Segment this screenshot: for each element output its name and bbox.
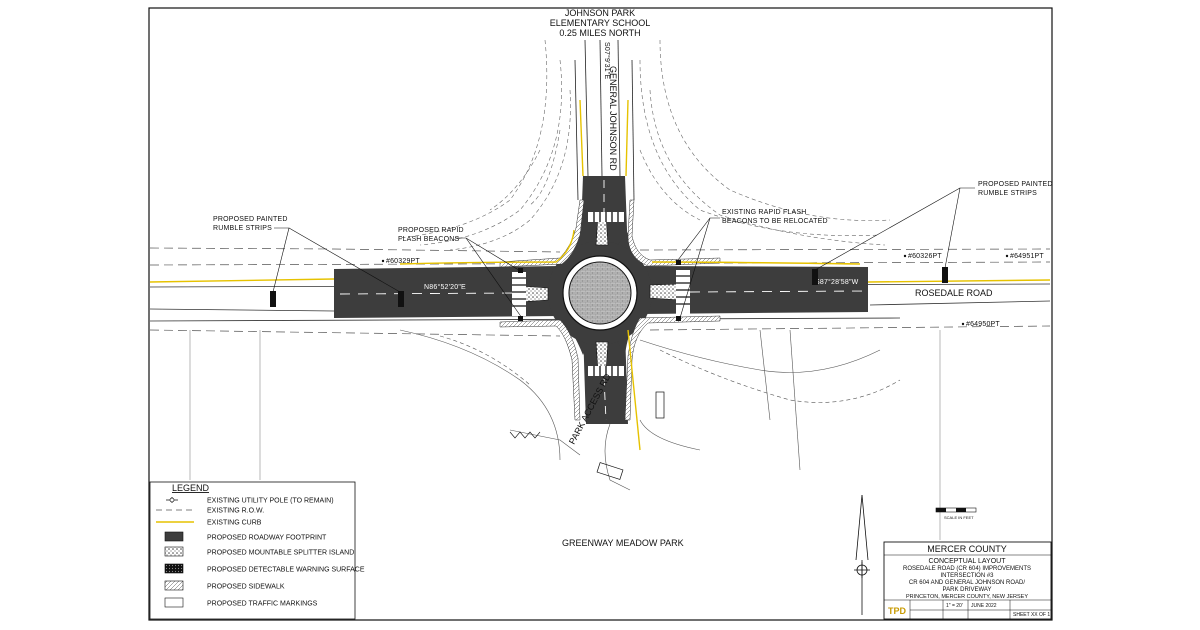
title-date: JUNE 2022 [971, 603, 997, 609]
property-lines [189, 330, 941, 540]
legend-symbol-roadway [164, 531, 184, 542]
proposed-sidewalks [499, 199, 721, 421]
road-label-general-johnson: GENERAL JOHNSON RD [608, 66, 618, 171]
sheet-border [148, 7, 1053, 621]
legend-label-warning: PROPOSED DETECTABLE WARNING SURFACE [207, 567, 365, 574]
title-sheet: SHEET XX OF 1 [1013, 612, 1050, 618]
north-arrow-icon [854, 494, 870, 615]
scale-bar: SCALE IN FEET [935, 507, 977, 520]
legend-label-sidewalk: PROPOSED SIDEWALK [207, 584, 285, 591]
rrfb-markers [518, 260, 681, 321]
lane-markings [339, 180, 867, 421]
park-label: GREENWAY MEADOW PARK [562, 538, 684, 548]
rumble-strip-right [942, 267, 948, 283]
roadway-west-leg [334, 266, 560, 318]
crosswalk-bars [512, 212, 690, 376]
roundabout-central-island [568, 261, 632, 325]
title-county: MERCER COUNTY [927, 544, 1007, 554]
bearing-east: S87°28'58"W [815, 278, 859, 286]
school-line-1: JOHNSON PARK [565, 8, 635, 18]
bearing-north: S07°9'31"E [603, 42, 611, 80]
legend-title: LEGEND [172, 483, 210, 493]
legend-label-splitter: PROPOSED MOUNTABLE SPLITTER ISLAND [207, 550, 354, 557]
legend-symbol-pole [166, 497, 178, 503]
point-label-60329: #60329PT [386, 258, 420, 265]
title-scale: 1" = 20' [946, 603, 963, 609]
rumble-strip-left-2 [398, 291, 404, 307]
south-grading-lines [399, 329, 901, 491]
point-label-64951: #64951PT [1010, 253, 1044, 260]
callout-rumble-left-1: PROPOSED PAINTED [213, 216, 288, 223]
point-label-60326: #60326PT [908, 253, 942, 260]
rumble-strip-right-2 [812, 269, 818, 285]
park-structure [655, 391, 665, 419]
callout-rumble-left-2: RUMBLE STRIPS [213, 225, 272, 232]
bearing-west: N86°52'20"E [424, 283, 466, 291]
legend-symbol-warning [164, 563, 184, 574]
callout-leaders [272, 187, 975, 319]
legend-label-pole: EXISTING UTILITY POLE (TO REMAIN) [207, 498, 334, 505]
rumble-strip-left [270, 291, 276, 307]
callout-rrfb-proposed-1: PROPOSED RAPID [398, 227, 464, 234]
title-logo: TPD [888, 606, 907, 616]
legend-box [149, 481, 356, 620]
callout-rrfb-proposed-2: FLASH BEACONS [398, 236, 459, 243]
title-sub5: PARK DRIVEWAY [943, 587, 992, 593]
north-road-lines [574, 39, 635, 201]
roadway-east-leg [640, 266, 868, 314]
legend-symbol-markings [164, 597, 184, 608]
legend-label-row: EXISTING R.O.W. [207, 508, 264, 515]
roadway-south-leg [583, 330, 628, 424]
title-block: MERCER COUNTY CONCEPTUAL LAYOUT ROSEDALE… [883, 541, 1052, 620]
legend-label-markings: PROPOSED TRAFFIC MARKINGS [207, 601, 318, 608]
legend-label-curb: EXISTING CURB [207, 520, 262, 527]
grading-contours-ne [639, 39, 891, 246]
road-label-rosedale: ROSEDALE ROAD [915, 288, 993, 298]
school-line-2: ELEMENTARY SCHOOL [550, 18, 651, 28]
south-fence [509, 431, 541, 439]
survey-point-marks [381, 254, 1009, 326]
park-gate [596, 462, 624, 480]
title-sub1: CONCEPTUAL LAYOUT [928, 558, 1006, 565]
legend-symbol-splitter [164, 546, 184, 557]
legend: LEGEND EXISTING UTILITY POLE (TO REMAIN)… [149, 481, 365, 620]
title-sub4: CR 604 AND GENERAL JOHNSON ROAD/ [909, 580, 1025, 586]
title-sub3: INTERSECTION #3 [940, 573, 994, 579]
scale-bar-label: SCALE IN FEET [944, 515, 974, 520]
legend-symbol-sidewalk [164, 580, 184, 591]
splitter-island-east [649, 283, 681, 301]
point-label-64950: #64950PT [966, 321, 1000, 328]
legend-label-roadway: PROPOSED ROADWAY FOOTPRINT [207, 535, 327, 542]
callout-rumble-right-1: PROPOSED PAINTED [978, 181, 1053, 188]
callout-rrfb-existing-1: EXISTING RAPID FLASH [722, 209, 807, 216]
title-sub2: ROSEDALE ROAD (CR 604) IMPROVEMENTS [903, 566, 1031, 572]
existing-curb-lines [149, 99, 1051, 451]
title-location: PRINCETON, MERCER COUNTY, NEW JERSEY [906, 594, 1028, 600]
school-line-3: 0.25 MILES NORTH [559, 28, 640, 38]
callout-rumble-right-2: RUMBLE STRIPS [978, 190, 1037, 197]
grading-contours-nw [399, 39, 571, 251]
callout-rrfb-existing-2: BEACONS TO BE RELOCATED [722, 218, 828, 225]
